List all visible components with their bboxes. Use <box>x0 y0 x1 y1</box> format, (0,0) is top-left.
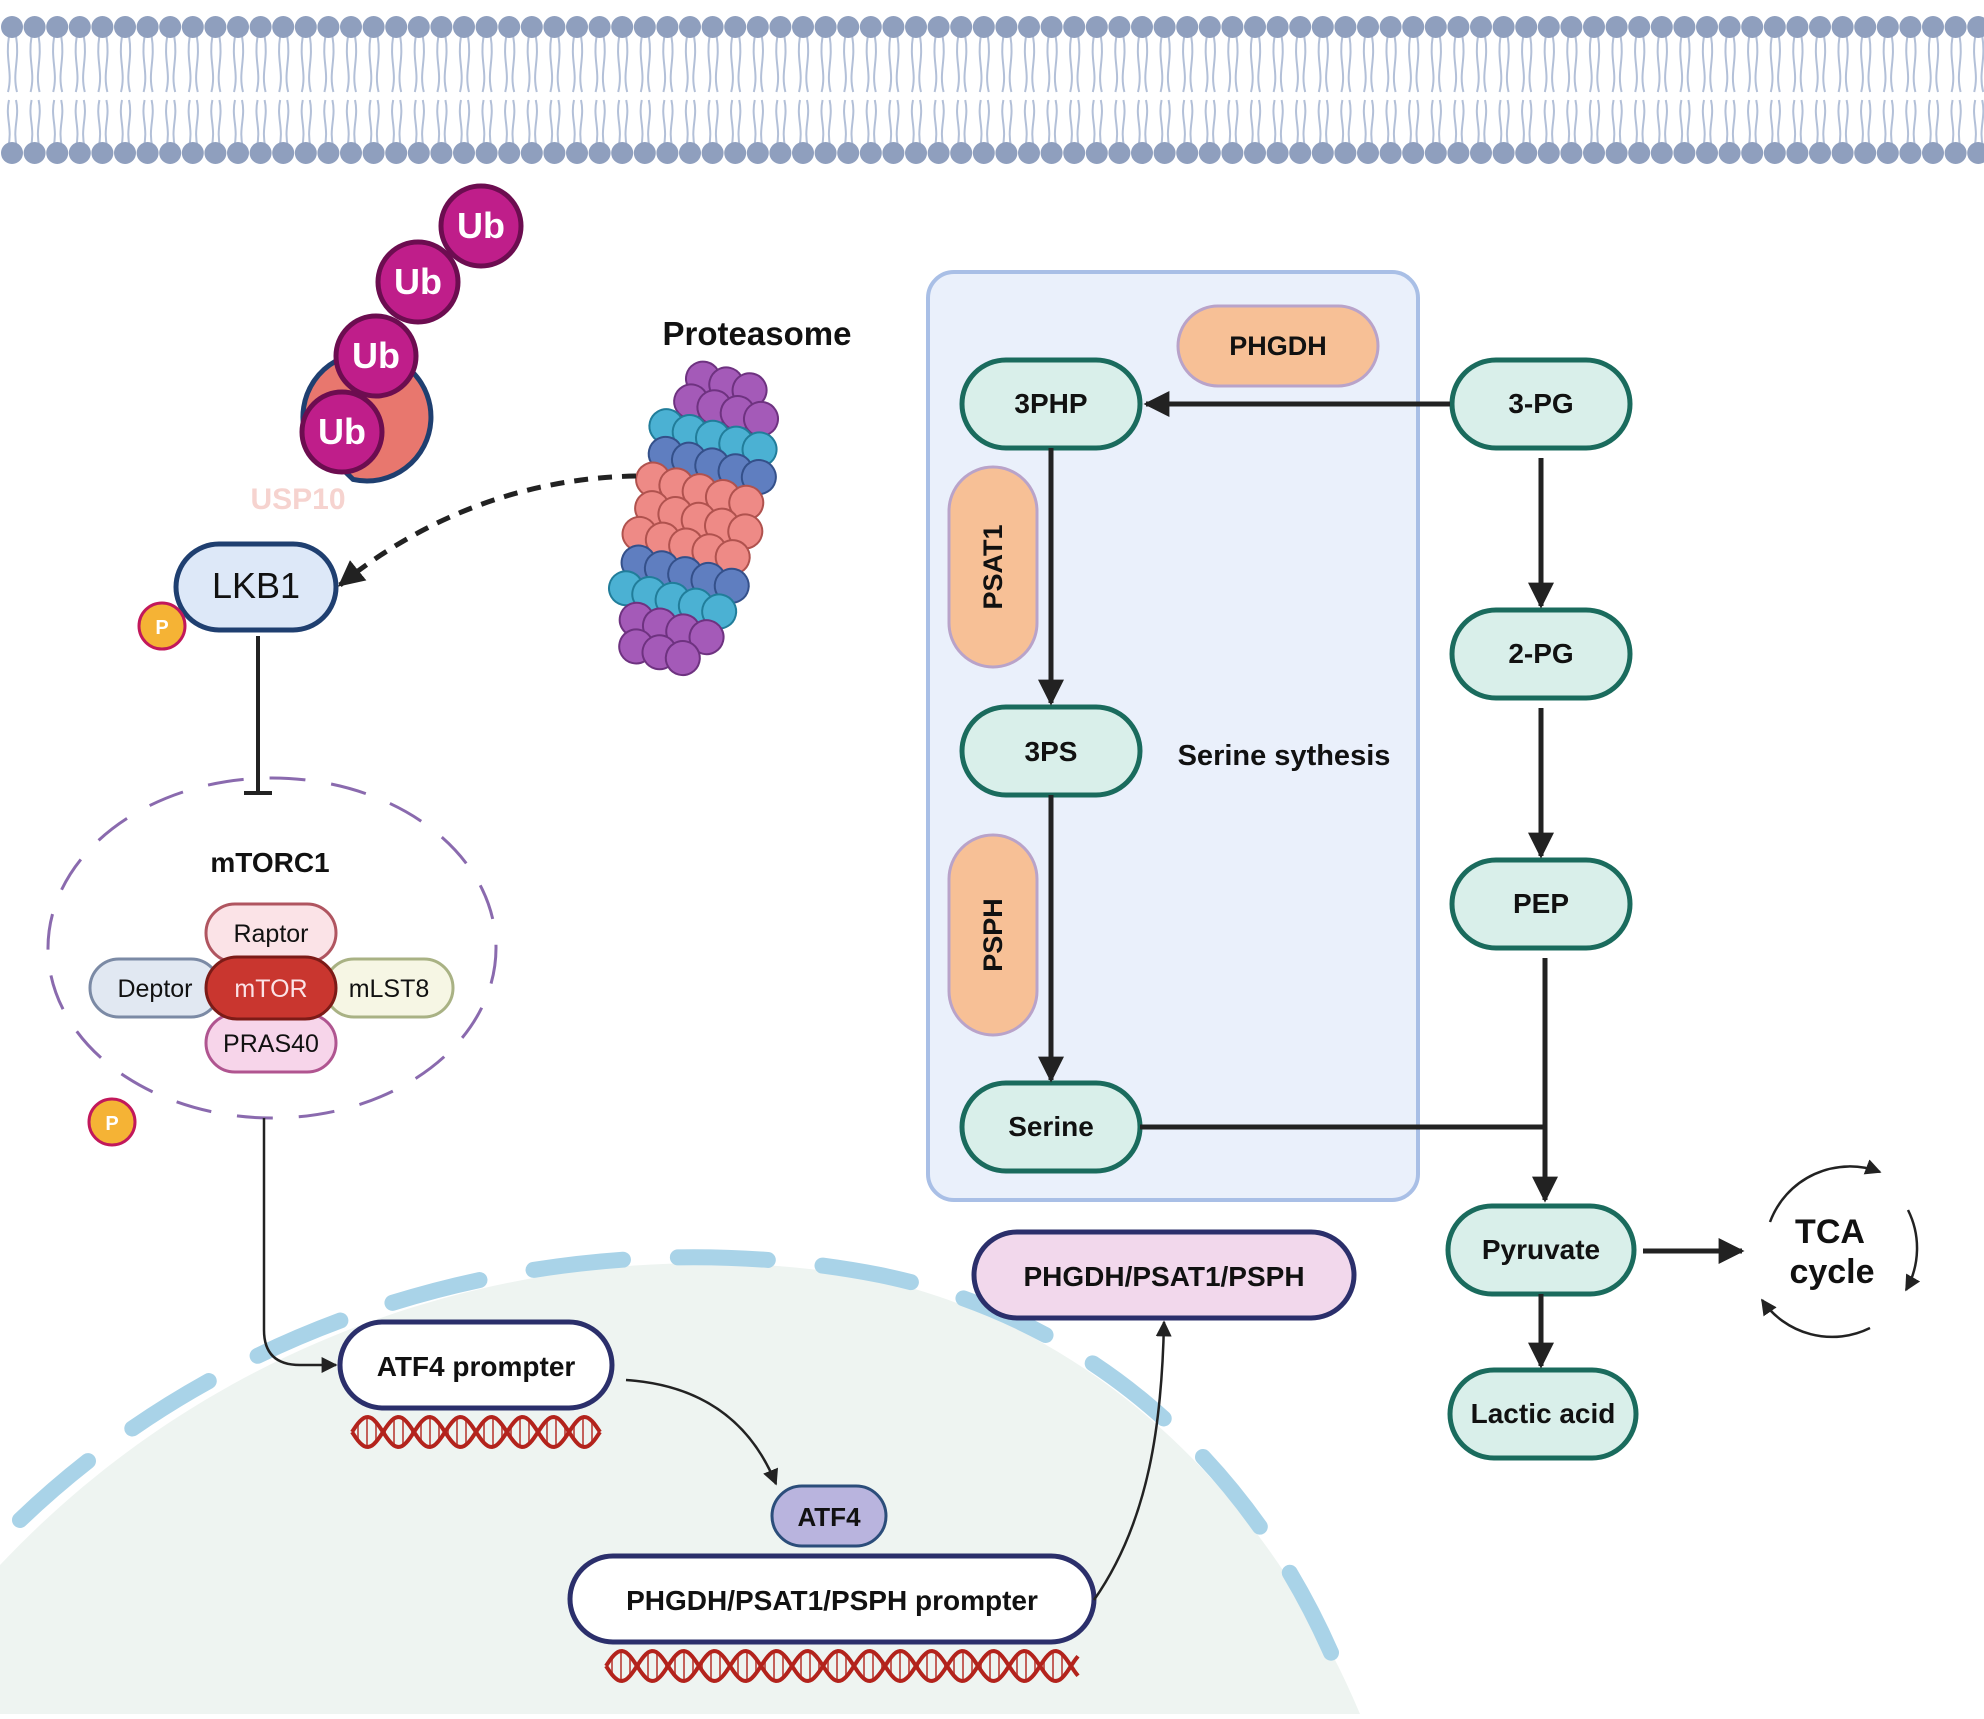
ub-3: Ub <box>375 239 461 325</box>
mtorc1-label: mTORC1 <box>210 847 329 878</box>
lkb1: LKB1 <box>173 541 339 633</box>
svg-text:Serine: Serine <box>1008 1111 1094 1142</box>
svg-text:ATF4: ATF4 <box>797 1502 861 1532</box>
raptor: Raptor <box>204 902 338 964</box>
svg-text:PHGDH/PSAT1/PSPH prompter: PHGDH/PSAT1/PSPH prompter <box>626 1585 1038 1616</box>
phgdh-label: PHGDH <box>1229 331 1327 361</box>
svg-text:PEP: PEP <box>1513 888 1569 919</box>
dna-helix-target <box>604 1648 1080 1684</box>
target-promoter-to-protein-arrow <box>1092 1320 1172 1601</box>
psph-label: PSPH <box>978 898 1008 972</box>
dna-helix-atf4 <box>350 1414 602 1450</box>
svg-text:ATF4 prompter: ATF4 prompter <box>377 1351 576 1382</box>
ubiquitin-chain: Ub Ub Ub Ub <box>299 183 524 475</box>
pras40: PRAS40 <box>204 1012 338 1074</box>
svg-text:PHGDH/PSAT1/PSPH: PHGDH/PSAT1/PSPH <box>1023 1261 1304 1292</box>
ub-4: Ub <box>438 183 524 269</box>
target-protein: PHGDH/PSAT1/PSPH <box>971 1229 1357 1321</box>
psat1-enzyme: PSAT1 <box>947 465 1039 669</box>
lkb1-inhibits-mtorc1 <box>244 636 272 795</box>
psph-enzyme: PSPH <box>947 833 1039 1037</box>
phospho-lkb1: P <box>137 601 187 651</box>
proteasome-label: Proteasome <box>663 315 852 352</box>
target-promoter: PHGDH/PSAT1/PSPH prompter <box>567 1553 1097 1645</box>
mtorc1-boundary <box>46 776 498 1120</box>
proteasome <box>608 360 779 677</box>
svg-text:P: P <box>105 1113 118 1135</box>
svg-text:cycle: cycle <box>1789 1253 1874 1291</box>
serine-synthesis-label: Serine sythesis <box>1178 740 1391 772</box>
svg-text:mTOR: mTOR <box>234 975 307 1003</box>
svg-text:TCA: TCA <box>1795 1213 1865 1251</box>
node-3ps: 3PS <box>959 704 1143 798</box>
node-3pg: 3-PG <box>1449 357 1633 451</box>
svg-text:PRAS40: PRAS40 <box>223 1030 319 1058</box>
phospho-mtorc1: P <box>87 1097 137 1147</box>
psat1-label: PSAT1 <box>978 524 1008 609</box>
nucleus <box>0 1249 1360 1714</box>
svg-text:Lactic acid: Lactic acid <box>1471 1398 1616 1429</box>
phgdh-enzyme: PHGDH <box>1176 304 1380 388</box>
cell-membrane <box>1 16 1984 164</box>
svg-text:USP10: USP10 <box>250 483 345 516</box>
node-2pg: 2-PG <box>1449 607 1633 701</box>
svg-text:Ub: Ub <box>394 261 442 302</box>
node-3php: 3PHP <box>959 357 1143 451</box>
atf4-protein: ATF4 <box>770 1484 888 1548</box>
svg-text:3-PG: 3-PG <box>1508 388 1573 419</box>
svg-text:Ub: Ub <box>318 411 366 452</box>
node-pyruvate: Pyruvate <box>1445 1203 1637 1297</box>
atf4-promoter-to-atf4-arrow <box>625 1378 778 1486</box>
pathway-arrows <box>1038 391 1745 1369</box>
mtorc1-to-atf4-arrow <box>262 1118 338 1373</box>
svg-text:Raptor: Raptor <box>233 920 308 948</box>
node-serine: Serine <box>959 1080 1143 1174</box>
mtor: mTOR <box>204 955 338 1021</box>
svg-text:LKB1: LKB1 <box>212 565 300 606</box>
proteasome-to-lkb1-arrow <box>337 473 637 587</box>
svg-text:Ub: Ub <box>457 205 505 246</box>
node-pep: PEP <box>1449 857 1633 951</box>
svg-text:Pyruvate: Pyruvate <box>1482 1234 1600 1265</box>
svg-text:P: P <box>155 617 168 639</box>
svg-text:Ub: Ub <box>352 335 400 376</box>
deptor: Deptor <box>88 957 222 1019</box>
ub-2: Ub <box>333 313 419 399</box>
node-lactic-acid: Lactic acid <box>1447 1367 1639 1461</box>
mtorc1-complex: Deptor mLST8 Raptor PRAS40 mTOR <box>88 902 455 1074</box>
svg-text:2-PG: 2-PG <box>1508 638 1573 669</box>
svg-text:mLST8: mLST8 <box>349 975 430 1003</box>
svg-text:3PS: 3PS <box>1025 736 1078 767</box>
atf4-promoter: ATF4 prompter <box>337 1319 615 1411</box>
svg-text:Deptor: Deptor <box>117 975 192 1003</box>
mlst8: mLST8 <box>323 957 455 1019</box>
svg-text:3PHP: 3PHP <box>1014 388 1087 419</box>
ub-1: Ub <box>299 389 385 475</box>
tca-cycle: TCA cycle <box>1760 1159 1921 1339</box>
